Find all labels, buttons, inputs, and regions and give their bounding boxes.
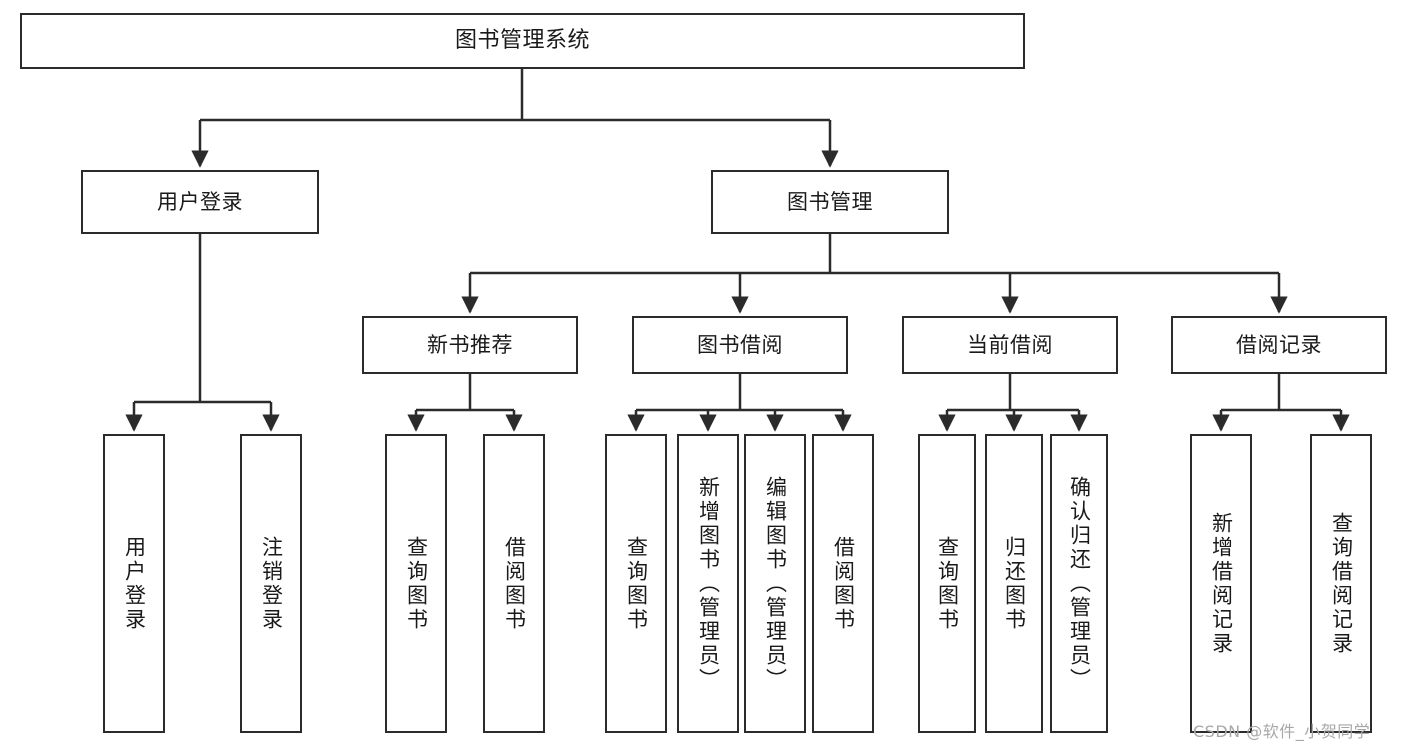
node-user-login-label: 用户登录: [157, 189, 243, 214]
node-borrow-record-label: 借阅记录: [1236, 332, 1322, 357]
node-current-borrow-label: 当前借阅: [967, 332, 1053, 357]
node-leaf-query-book-borrow[interactable]: 查询图书: [605, 434, 667, 733]
node-leaf-confirm-return-label: 确认归还（管理员）: [1067, 475, 1092, 692]
node-leaf-confirm-return[interactable]: 确认归还（管理员）: [1050, 434, 1108, 733]
node-leaf-add-book[interactable]: 新增图书（管理员）: [677, 434, 739, 733]
watermark-text: CSDN @软件_小贺同学: [1193, 722, 1371, 741]
node-leaf-add-book-label: 新增图书（管理员）: [696, 475, 721, 692]
node-new-book-rec[interactable]: 新书推荐: [362, 316, 578, 374]
node-leaf-return-book-label: 归还图书: [1002, 535, 1027, 632]
node-leaf-query-borrow-record[interactable]: 查询借阅记录: [1310, 434, 1372, 733]
node-leaf-borrow-book-rec-label: 借阅图书: [502, 535, 527, 632]
node-leaf-query-book-rec[interactable]: 查询图书: [385, 434, 447, 733]
node-leaf-borrow-book-label: 借阅图书: [831, 535, 856, 632]
node-borrow-record[interactable]: 借阅记录: [1171, 316, 1387, 374]
node-leaf-user-login-label: 用户登录: [122, 535, 147, 632]
node-leaf-return-book[interactable]: 归还图书: [985, 434, 1043, 733]
node-book-borrow[interactable]: 图书借阅: [632, 316, 848, 374]
node-leaf-borrow-book[interactable]: 借阅图书: [812, 434, 874, 733]
node-leaf-user-login[interactable]: 用户登录: [103, 434, 165, 733]
node-leaf-query-book-rec-label: 查询图书: [404, 535, 429, 632]
node-root-system[interactable]: 图书管理系统: [20, 13, 1025, 69]
node-user-login[interactable]: 用户登录: [81, 170, 319, 234]
node-leaf-query-borrow-record-label: 查询借阅记录: [1329, 511, 1354, 656]
node-leaf-borrow-book-rec[interactable]: 借阅图书: [483, 434, 545, 733]
node-current-borrow[interactable]: 当前借阅: [902, 316, 1118, 374]
node-leaf-user-logout[interactable]: 注销登录: [240, 434, 302, 733]
node-leaf-edit-book-label: 编辑图书（管理员）: [763, 475, 788, 692]
node-book-borrow-label: 图书借阅: [697, 332, 783, 357]
node-leaf-add-borrow-record-label: 新增借阅记录: [1209, 511, 1234, 656]
node-leaf-add-borrow-record[interactable]: 新增借阅记录: [1190, 434, 1252, 733]
node-leaf-user-logout-label: 注销登录: [259, 535, 284, 632]
node-leaf-query-book-current-label: 查询图书: [935, 535, 960, 632]
node-leaf-query-book-current[interactable]: 查询图书: [918, 434, 976, 733]
node-root-label: 图书管理系统: [454, 28, 590, 54]
node-leaf-query-book-borrow-label: 查询图书: [624, 535, 649, 632]
node-new-book-rec-label: 新书推荐: [427, 332, 513, 357]
node-book-manage-label: 图书管理: [787, 189, 873, 214]
node-leaf-edit-book[interactable]: 编辑图书（管理员）: [744, 434, 806, 733]
node-book-manage[interactable]: 图书管理: [711, 170, 949, 234]
